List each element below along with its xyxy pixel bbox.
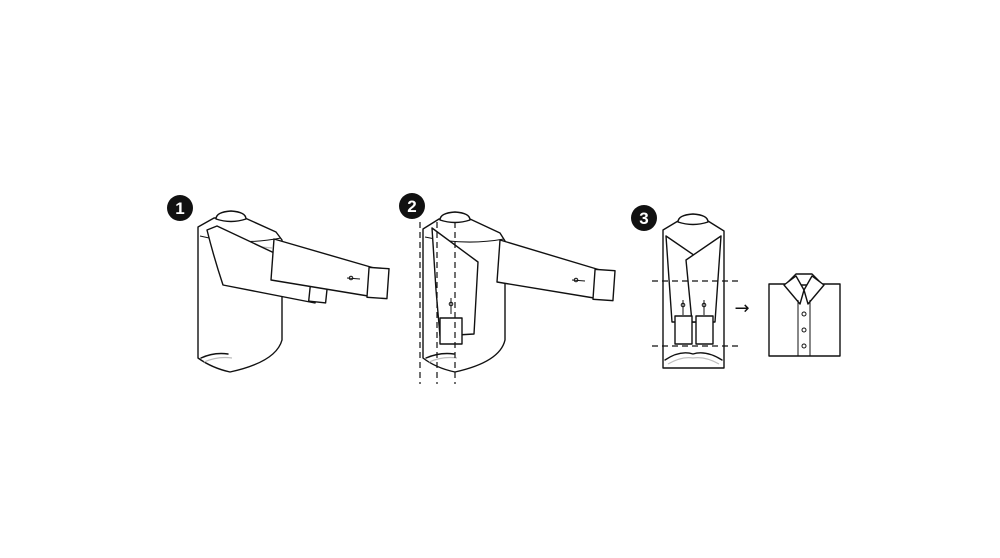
step-2-shirt-back-illustration [422,211,616,373]
step-3-number: 3 [639,209,648,228]
step-1-number: 1 [175,199,184,218]
step-3-arrow: → [734,298,749,319]
step-3-shirt-back-folded-illustration [662,213,725,369]
step-1: 1 [167,195,390,373]
step-3-fold-guide-lines [652,280,738,347]
step-2: 2 [399,193,616,384]
step-1-shirt-back-illustration [197,210,390,373]
arrow-right-icon: → [734,298,749,319]
step-2-fold-guide-lines [419,222,456,384]
folded-shirt-front-illustration [768,273,841,357]
step-3-badge: 3 [631,205,657,231]
step-1-badge: 1 [167,195,193,221]
step-2-number: 2 [407,197,416,216]
step-2-badge: 2 [399,193,425,219]
step-3: 3 → [631,205,841,369]
